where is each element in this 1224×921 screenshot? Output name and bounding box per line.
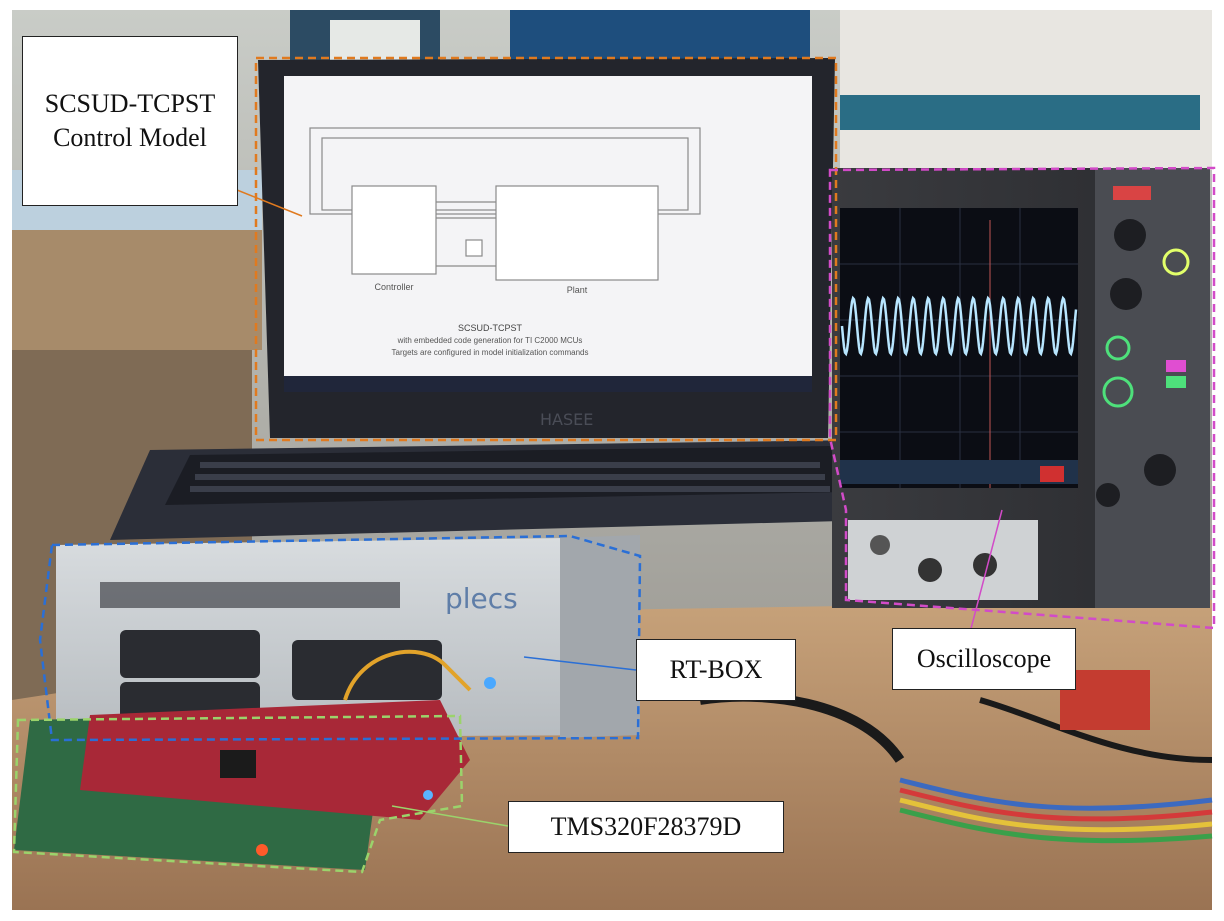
highlight-outlines xyxy=(12,56,1216,874)
control-model-label-line2: Control Model xyxy=(53,123,207,152)
mcu-board xyxy=(14,700,470,870)
oscilloscope-callout: Oscilloscope xyxy=(892,628,1076,690)
control-model-label-line1: SCSUD-TCPST xyxy=(44,89,216,118)
model-title: SCSUD-TCPST xyxy=(458,323,523,333)
controller-block-label: Controller xyxy=(374,282,413,292)
rt-box-label: RT-BOX xyxy=(669,655,763,684)
board-outline xyxy=(12,714,464,874)
oscilloscope-label: Oscilloscope xyxy=(916,644,1052,673)
laptop-outline xyxy=(254,56,838,442)
model-caption-line1: with embedded code generation for TI C20… xyxy=(397,336,583,345)
board-callout: TMS320F28379D xyxy=(508,801,784,853)
rt-box-callout: RT-BOX xyxy=(636,639,796,701)
scope-outline xyxy=(828,166,1216,630)
rtbox-outline xyxy=(38,534,642,742)
simulation-diagram xyxy=(309,127,701,281)
rt-box: plecs xyxy=(56,535,640,738)
laptop: HASEE Controller Plant SCSUD-TCPST with … xyxy=(110,58,880,540)
oscilloscope xyxy=(832,168,1210,608)
svg-text:HASEE: HASEE xyxy=(540,410,593,429)
plant-block-label: Plant xyxy=(567,285,588,295)
waveform-trace xyxy=(840,295,1078,357)
svg-text:plecs: plecs xyxy=(445,582,518,615)
control-model-callout: SCSUD-TCPST Control Model xyxy=(22,36,238,206)
cables xyxy=(699,670,1213,844)
board-label: TMS320F28379D xyxy=(550,812,742,841)
model-caption-line2: Targets are configured in model initiali… xyxy=(392,348,589,357)
